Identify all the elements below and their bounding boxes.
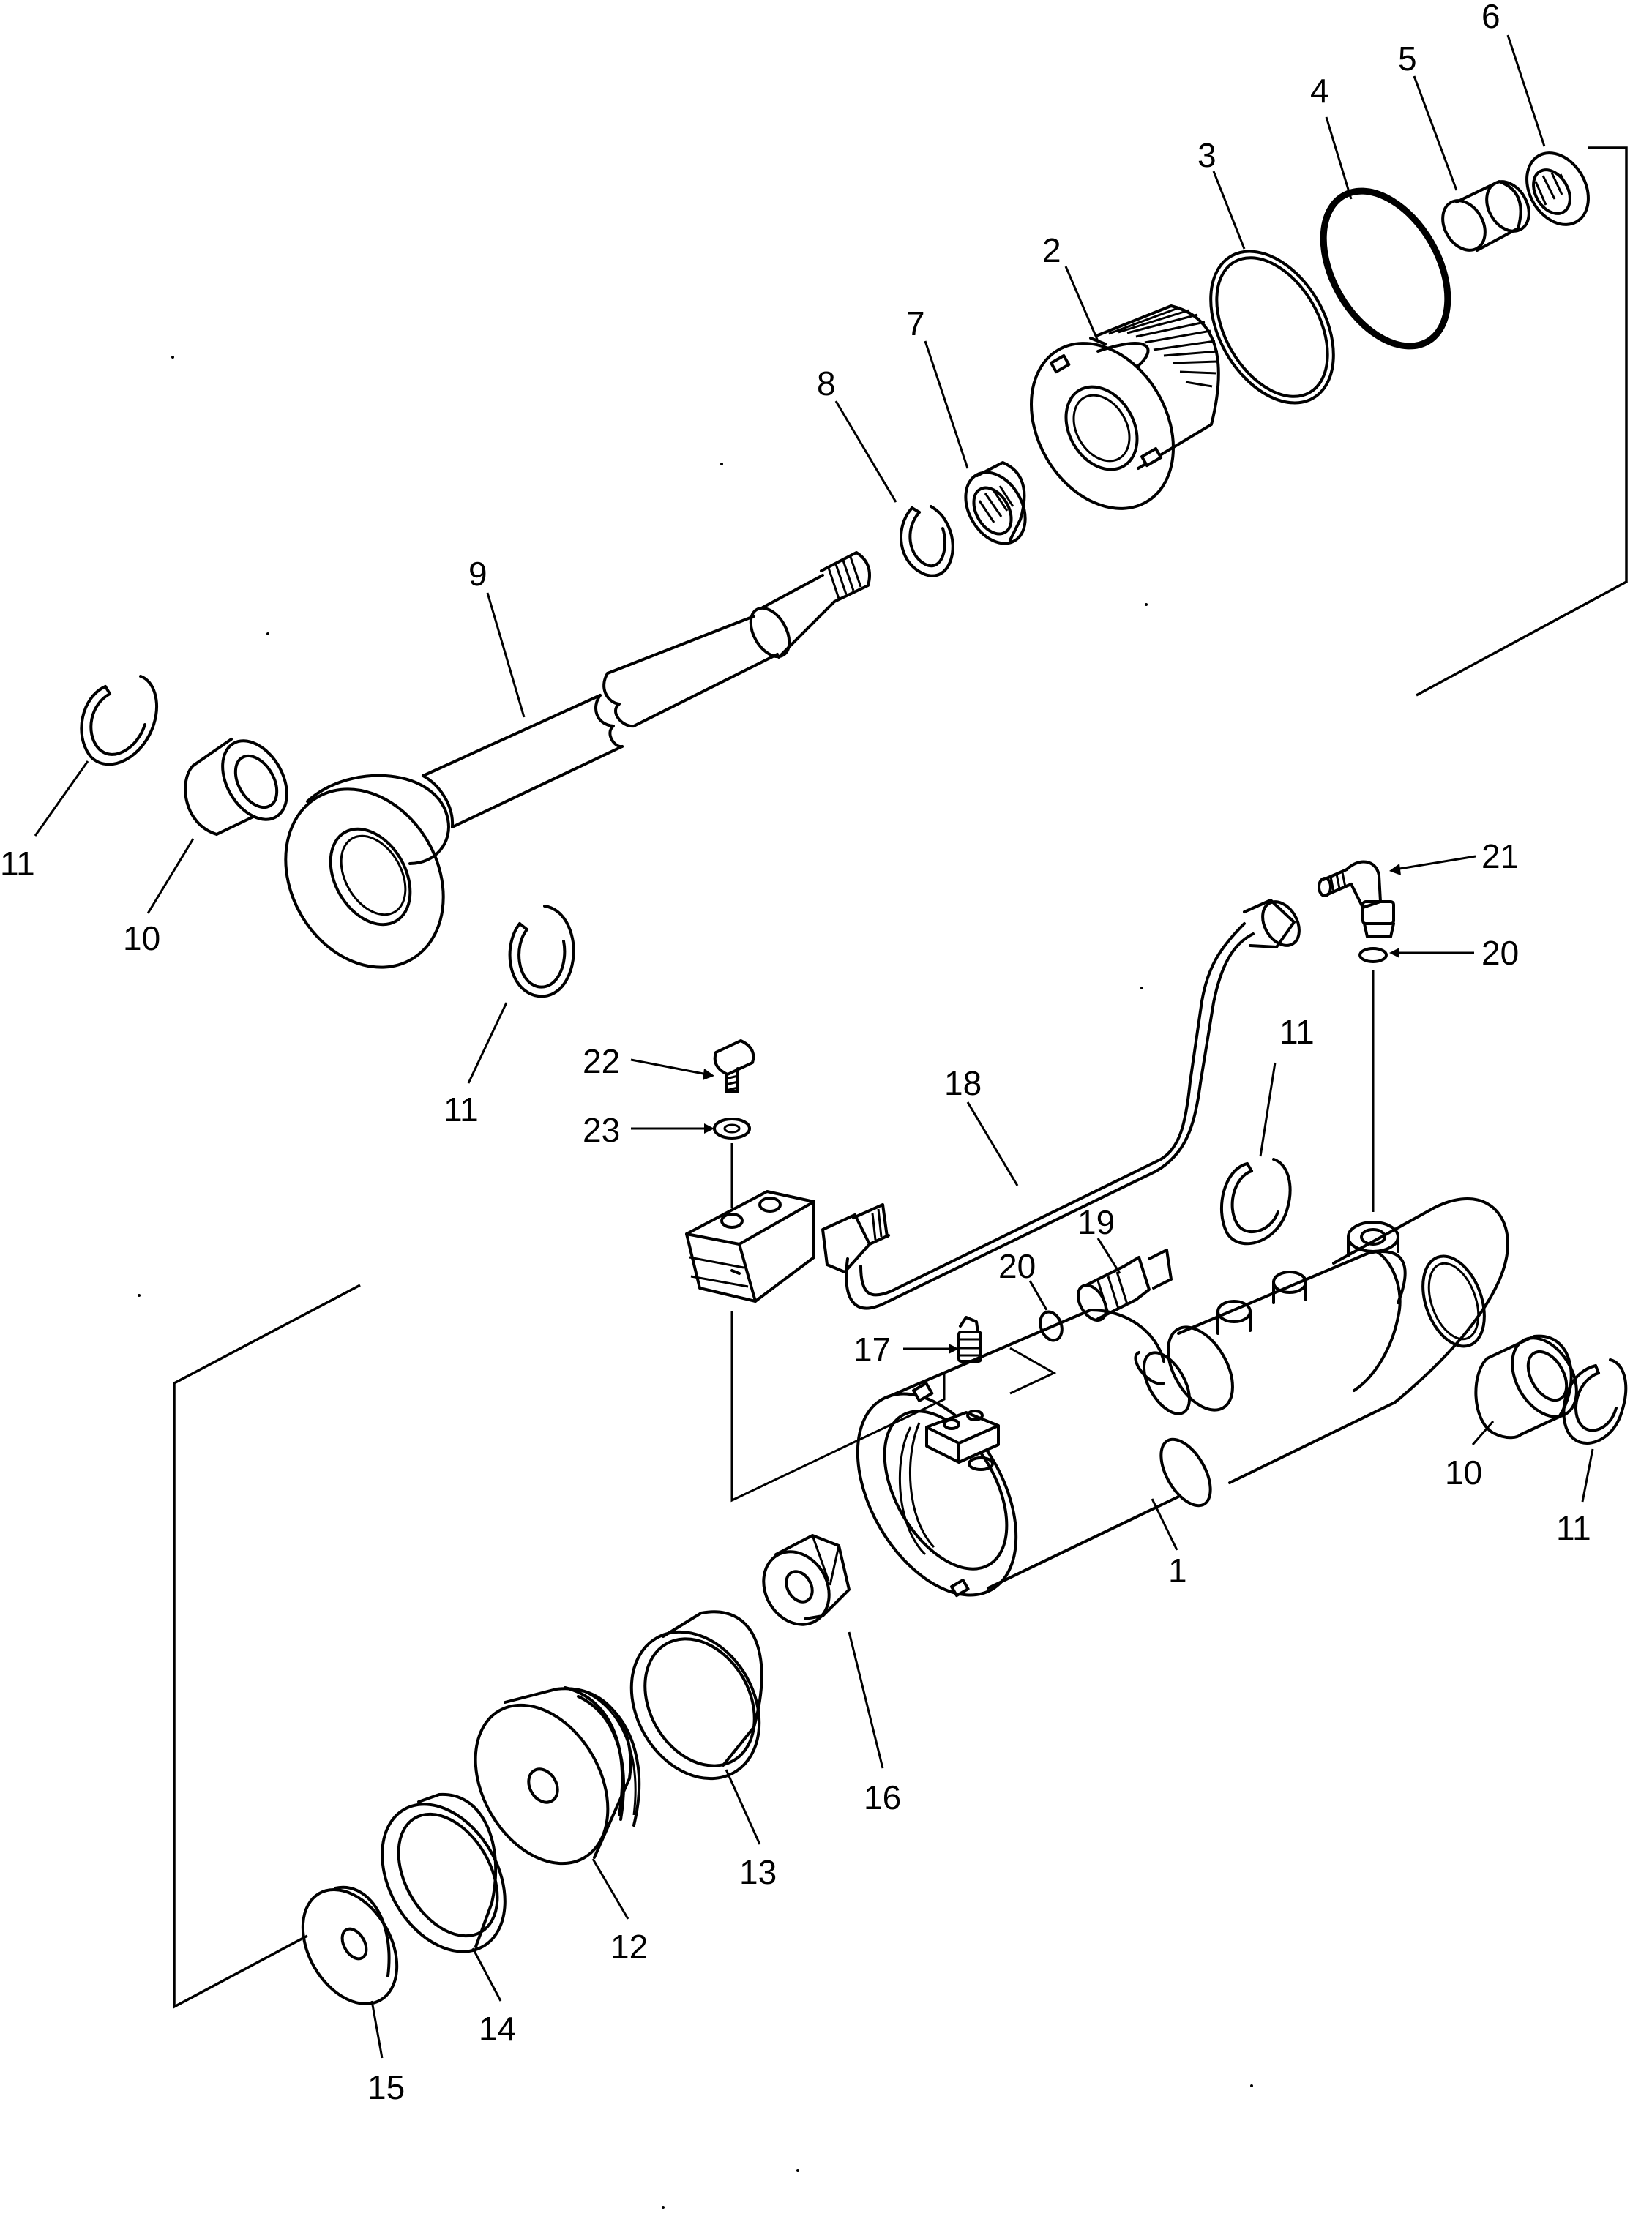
- bushing-5: [1441, 180, 1530, 252]
- callout-3: 3: [1197, 136, 1216, 174]
- cylinder-tube-1: [856, 1197, 1509, 1598]
- callout-6: 6: [1481, 0, 1500, 35]
- callout-19: 19: [1077, 1203, 1115, 1241]
- callout-8: 8: [817, 364, 836, 403]
- callout-20-upper: 20: [1481, 934, 1519, 972]
- bolt-22: [713, 1039, 755, 1093]
- callout-leaders: [34, 34, 1594, 2059]
- snap-ring-8: [900, 505, 954, 577]
- callout-4: 4: [1310, 72, 1329, 110]
- o-ring-4: [1320, 187, 1451, 350]
- callout-14: 14: [479, 2010, 516, 2048]
- leader-arrowheads: [703, 864, 1401, 1354]
- callout-11-mid: 11: [444, 1090, 479, 1129]
- callout-10-right: 10: [1445, 1453, 1482, 1492]
- bushing-10-left: [184, 738, 288, 836]
- callout-13: 13: [739, 1853, 777, 1891]
- grease-fitting-17: [957, 1316, 982, 1363]
- callout-21: 21: [1481, 837, 1519, 875]
- elbow-fitting-21: [1318, 860, 1395, 938]
- callout-11-upper-left: 11: [0, 845, 35, 883]
- callout-20-lower: 20: [998, 1247, 1036, 1285]
- piston-12: [474, 1686, 641, 1866]
- callout-22: 22: [583, 1042, 620, 1080]
- snap-ring-11-mid: [508, 905, 575, 998]
- assembly-frame-upper: [1416, 146, 1628, 697]
- callout-11-right-mid: 11: [1279, 1013, 1315, 1051]
- callout-12: 12: [610, 1928, 648, 1966]
- dust-seal-6: [1525, 151, 1590, 226]
- assembly-lines: [730, 970, 1375, 1503]
- washer-23: [713, 1118, 751, 1140]
- nut-16: [762, 1534, 851, 1626]
- o-ring-20-upper: [1358, 947, 1388, 963]
- tube-block: [685, 1190, 890, 1303]
- callout-5: 5: [1398, 40, 1417, 78]
- callout-16: 16: [864, 1778, 901, 1816]
- callout-18: 18: [944, 1064, 982, 1102]
- callout-15: 15: [367, 2068, 405, 2106]
- callout-17: 17: [853, 1331, 891, 1369]
- snap-ring-11-upper-left: [80, 675, 158, 766]
- wear-ring-13: [629, 1610, 763, 1781]
- piston-rod-9: [284, 551, 871, 969]
- scan-specks: [138, 356, 1253, 2209]
- callout-23: 23: [583, 1111, 620, 1149]
- rod-seal-7: [964, 461, 1027, 545]
- callout-2: 2: [1042, 231, 1061, 269]
- backup-ring-3: [1209, 250, 1335, 405]
- callout-10-left: 10: [123, 919, 160, 957]
- callout-1: 1: [1168, 1552, 1187, 1590]
- callout-9: 9: [468, 555, 487, 593]
- snap-ring-11-right-mid: [1220, 1158, 1292, 1246]
- washer-15: [301, 1885, 399, 2005]
- cylinder-head-2: [1030, 304, 1220, 510]
- callout-labels: 1 2 3 4 5 6 7 8 9 10 10 11 11 11 11 12 1…: [0, 0, 1591, 2106]
- fitting-19: [1077, 1249, 1173, 1322]
- callout-11-right-lower: 11: [1556, 1509, 1591, 1547]
- piston-ring-14: [381, 1792, 507, 1953]
- assembly-frame-lower: [173, 1284, 361, 2009]
- snap-ring-11-right-lower: [1562, 1358, 1628, 1445]
- callout-7: 7: [906, 304, 925, 343]
- tube-18: [845, 899, 1301, 1310]
